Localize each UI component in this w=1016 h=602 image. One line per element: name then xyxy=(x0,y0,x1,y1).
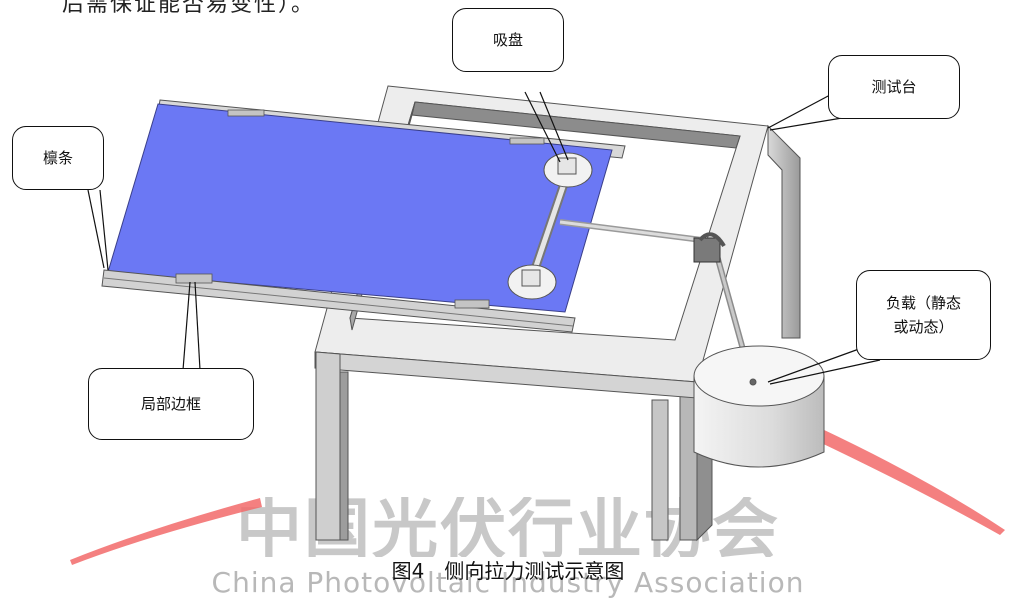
watermark-swoosh-right xyxy=(815,428,1005,535)
watermark-swoosh-left xyxy=(70,498,262,565)
label-load-line1: 负载（静态 xyxy=(885,294,961,312)
label-local-frame: 局部边框 xyxy=(88,368,254,440)
leader-lines xyxy=(87,91,881,385)
label-load-line2: 或动态） xyxy=(893,318,954,336)
label-local-frame-text: 局部边框 xyxy=(140,395,201,413)
watermark-english: China Photovoltaic Industry Association xyxy=(211,566,805,599)
label-test-bench-text: 测试台 xyxy=(871,78,917,96)
label-purlin: 檩条 xyxy=(12,126,104,190)
figure-caption: 图4 侧向拉力测试示意图 xyxy=(391,559,625,583)
label-load: 负载（静态 或动态） xyxy=(856,270,991,360)
label-test-bench: 测试台 xyxy=(828,55,960,119)
pv-panel xyxy=(107,103,613,313)
pulley xyxy=(693,232,726,263)
label-suction-cup-text: 吸盘 xyxy=(492,31,523,49)
load-weight xyxy=(693,345,825,468)
top-cut-text: 后需保证能否易变性）。 xyxy=(62,0,316,17)
label-suction-cup: 吸盘 xyxy=(452,8,564,72)
pv-panel-assembly xyxy=(101,99,626,333)
suction-cup-assembly xyxy=(507,152,593,300)
label-purlin-text: 檩条 xyxy=(42,149,73,167)
